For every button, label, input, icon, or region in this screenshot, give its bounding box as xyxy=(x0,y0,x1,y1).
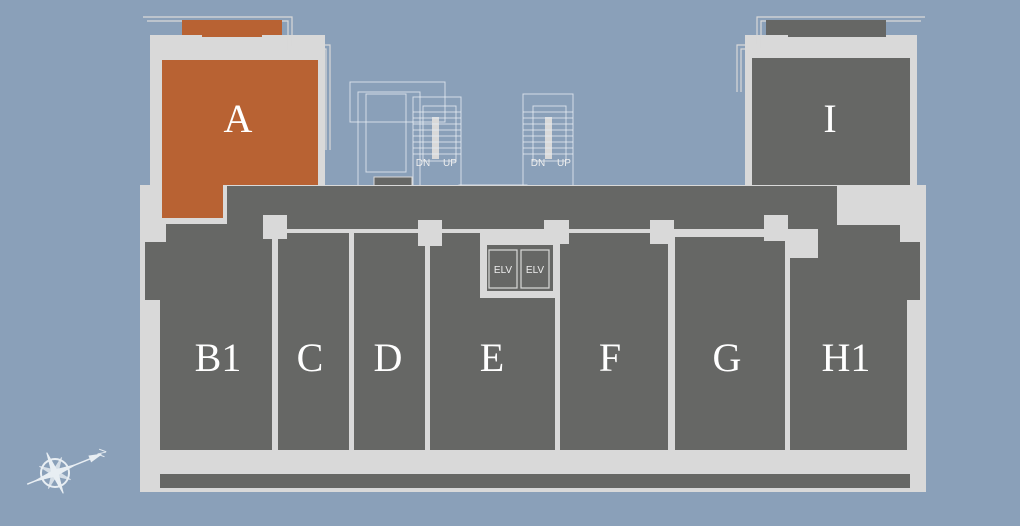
unit-h1[interactable] xyxy=(790,225,920,450)
elevator-label-1: ELV xyxy=(494,265,512,276)
unit-a[interactable] xyxy=(162,60,318,218)
elevator-core: ELV ELV xyxy=(487,245,553,291)
unit-i[interactable] xyxy=(752,58,910,185)
unit-c[interactable] xyxy=(278,233,349,450)
unit-f[interactable] xyxy=(560,233,668,450)
stair-1-up-label: UP xyxy=(443,158,457,169)
unit-e[interactable] xyxy=(430,233,555,450)
unit-g[interactable] xyxy=(675,237,785,450)
elevator-label-2: ELV xyxy=(526,265,544,276)
unit-b1[interactable] xyxy=(145,224,272,450)
units xyxy=(145,58,920,450)
stair-treads xyxy=(413,111,573,155)
stair-2-up-label: UP xyxy=(557,158,571,169)
balcony-a xyxy=(182,20,282,37)
balcony-bottom xyxy=(160,474,910,488)
stair-2-down-label: DN xyxy=(531,158,545,169)
compass-rose-icon xyxy=(26,452,102,494)
stair-1-down-label: DN xyxy=(416,158,430,169)
compass-north-label: N xyxy=(96,447,110,459)
balcony-i xyxy=(766,20,886,37)
corridor xyxy=(227,186,837,229)
columns xyxy=(144,35,924,474)
unit-d[interactable] xyxy=(354,233,425,450)
